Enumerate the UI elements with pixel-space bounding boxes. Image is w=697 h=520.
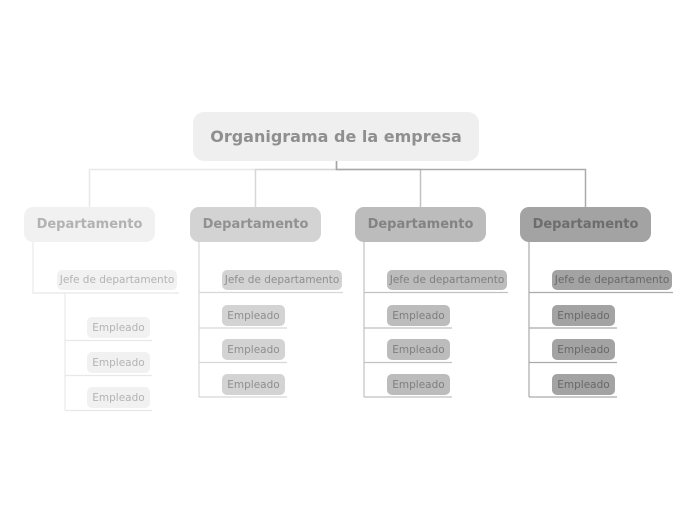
manager-node-3[interactable]: Jefe de departamento bbox=[387, 270, 507, 290]
employee-node-1-1[interactable]: Empleado bbox=[87, 317, 150, 338]
connector-column-1 bbox=[32, 242, 179, 412]
root-node[interactable]: Organigrama de la empresa bbox=[193, 112, 479, 161]
employee-node-3-3[interactable]: Empleado bbox=[387, 374, 450, 395]
manager-node-4[interactable]: Jefe de departamento bbox=[552, 270, 672, 290]
connector-root-to-dept-4 bbox=[336, 168, 587, 207]
employee-node-1-3[interactable]: Empleado bbox=[87, 387, 150, 408]
employee-node-4-1[interactable]: Empleado bbox=[552, 305, 615, 326]
employee-node-2-1[interactable]: Empleado bbox=[222, 305, 285, 326]
dept-node-2[interactable]: Departamento bbox=[190, 207, 321, 242]
connector-root-to-dept-1 bbox=[88, 168, 337, 207]
employee-node-4-3[interactable]: Empleado bbox=[552, 374, 615, 395]
dept-node-4[interactable]: Departamento bbox=[520, 207, 651, 242]
manager-node-2[interactable]: Jefe de departamento bbox=[222, 270, 342, 290]
manager-node-1[interactable]: Jefe de departamento bbox=[57, 270, 177, 290]
connector-column-3 bbox=[363, 242, 508, 398]
connector-root-to-dept-2 bbox=[254, 168, 337, 207]
employee-node-4-2[interactable]: Empleado bbox=[552, 339, 615, 360]
connector-column-4 bbox=[528, 242, 673, 398]
employee-node-3-1[interactable]: Empleado bbox=[387, 305, 450, 326]
employee-node-2-2[interactable]: Empleado bbox=[222, 339, 285, 360]
dept-node-1[interactable]: Departamento bbox=[24, 207, 155, 242]
connector-column-2 bbox=[198, 242, 343, 398]
dept-node-3[interactable]: Departamento bbox=[355, 207, 486, 242]
employee-node-1-2[interactable]: Empleado bbox=[87, 352, 150, 373]
employee-node-2-3[interactable]: Empleado bbox=[222, 374, 285, 395]
employee-node-3-2[interactable]: Empleado bbox=[387, 339, 450, 360]
connector-root-to-dept-3 bbox=[336, 168, 422, 207]
